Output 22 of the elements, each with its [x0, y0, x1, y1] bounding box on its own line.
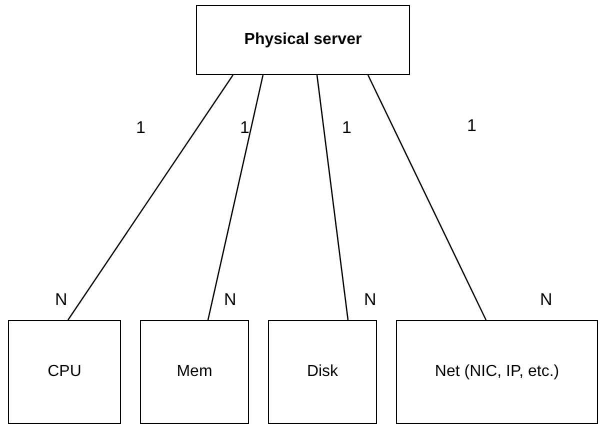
node-label: CPU	[48, 362, 82, 382]
connector-line	[207, 74, 264, 320]
component-box	[396, 320, 598, 424]
connector-line	[316, 74, 349, 320]
cardinality-label: N	[224, 290, 236, 310]
cardinality-label: N	[540, 290, 552, 310]
connector-line	[367, 74, 487, 320]
cardinality-label: 1	[342, 118, 352, 138]
component-box	[8, 320, 121, 424]
cardinality-label: 1	[467, 116, 476, 136]
cardinality-label: N	[364, 290, 376, 310]
server-box	[196, 5, 410, 75]
node-label: Disk	[306, 362, 338, 382]
cardinality-label: N	[55, 290, 68, 310]
cardinality-label: 1	[136, 118, 146, 138]
connector-line	[67, 74, 234, 320]
node-label: Physical server	[244, 30, 362, 50]
node-label: Mem	[176, 362, 212, 382]
node-label: Net (NIC, IP, etc.)	[434, 362, 560, 382]
cardinality-label: 1	[240, 118, 250, 138]
component-box	[140, 320, 249, 424]
component-box	[268, 320, 377, 424]
